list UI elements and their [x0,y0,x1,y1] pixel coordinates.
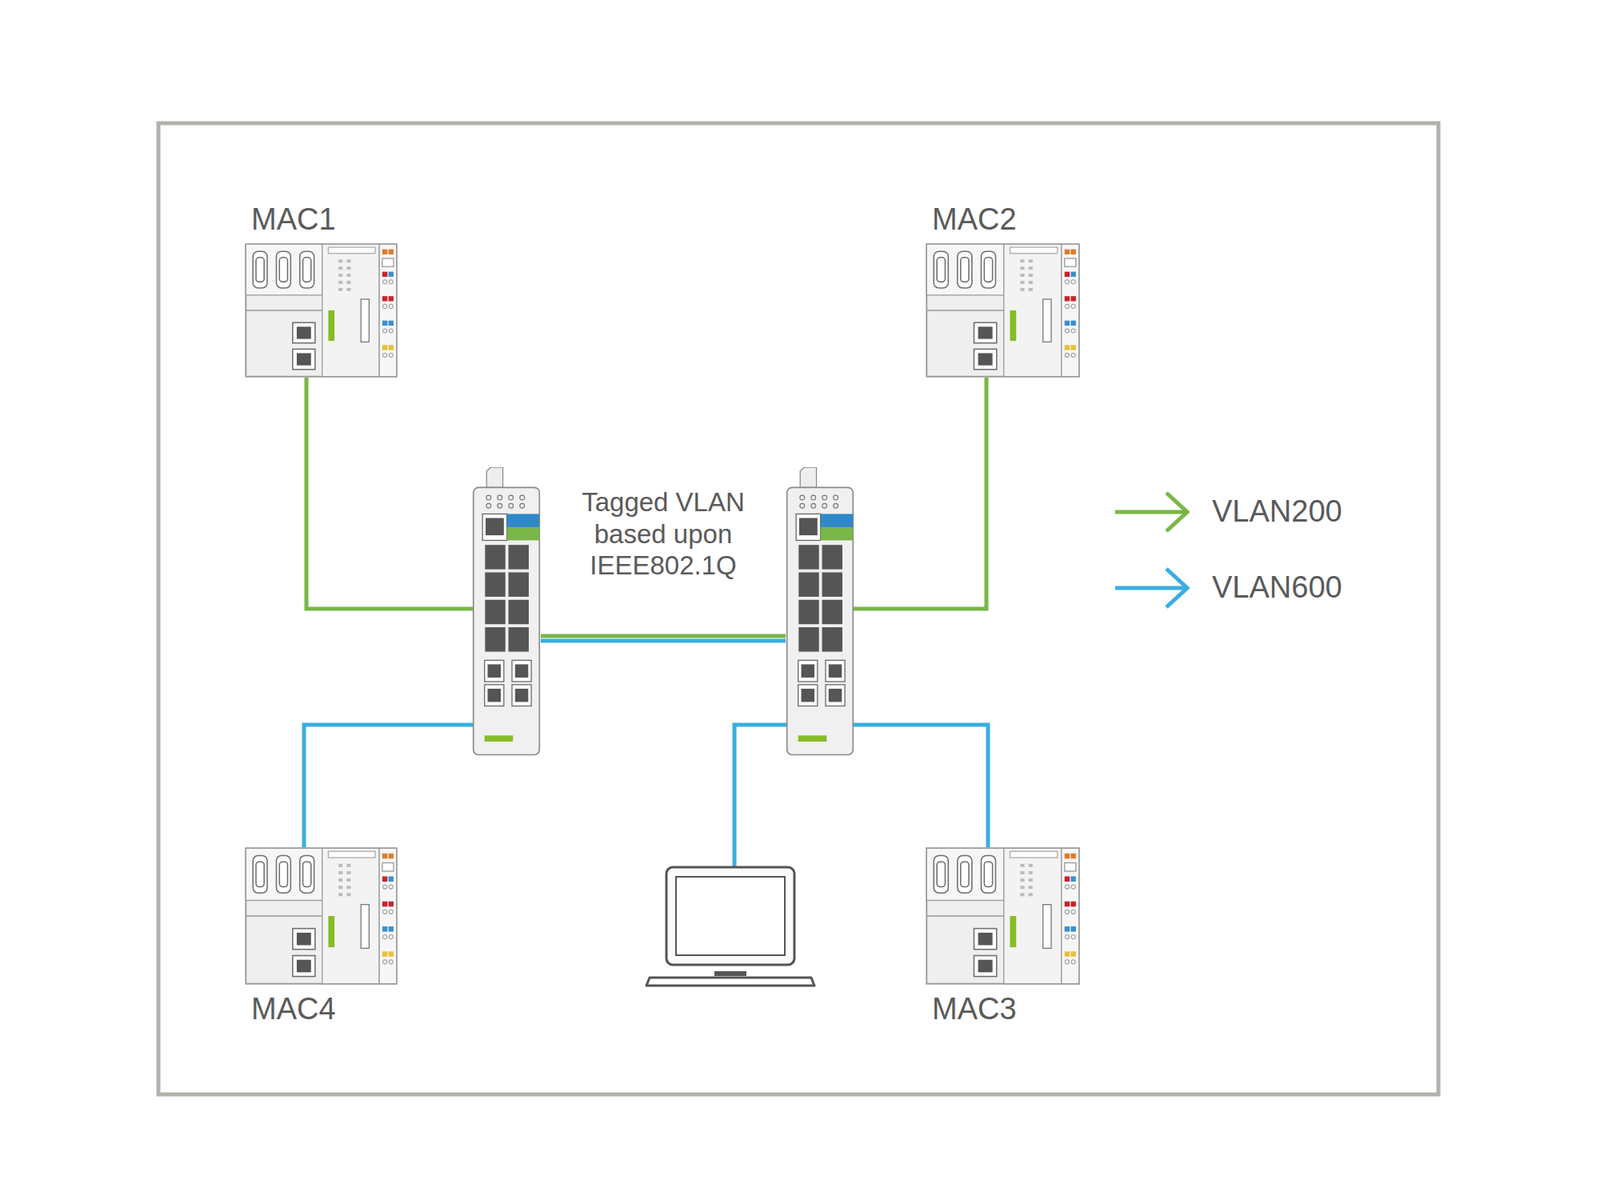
trunk-wire [540,634,786,639]
device-label: MAC3 [932,992,1017,1027]
controller-illustration [925,847,1080,985]
legend-text: VLAN600 [1212,571,1343,605]
controller-illustration [244,243,398,378]
controller-device: MAC3 [925,847,1080,985]
wire [734,724,788,869]
switch [473,467,540,755]
controller-device: MAC4 [244,847,398,985]
wire [306,377,474,609]
controller-illustration [244,847,398,985]
device-label: MAC4 [251,992,336,1027]
wire [304,724,474,848]
controller-device: MAC2 [925,243,1080,378]
trunk-wire [540,639,786,644]
device-label: MAC1 [251,203,336,237]
wire [852,724,988,848]
trunk-note: Tagged VLAN based upon IEEE802.1Q [544,486,782,582]
controller-device: MAC1 [244,243,398,378]
wire [852,377,987,609]
switch [787,467,854,755]
laptop [646,867,815,986]
controller-illustration [925,243,1080,378]
legend-arrow [1115,492,1188,608]
device-label: MAC2 [932,203,1017,237]
frame [158,123,1439,1095]
legend-text: VLAN200 [1212,495,1343,529]
